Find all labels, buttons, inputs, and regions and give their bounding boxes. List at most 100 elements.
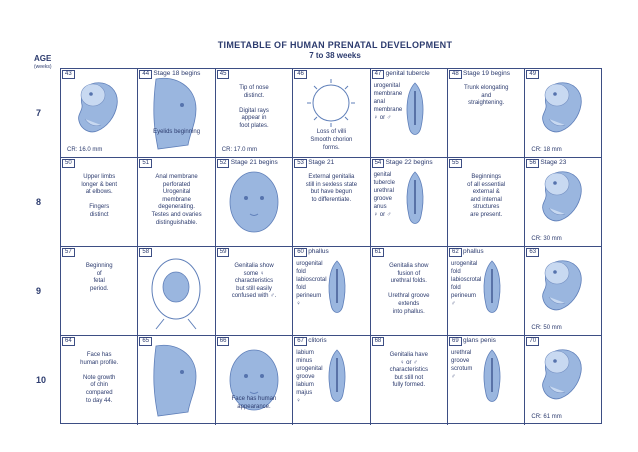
weeks-label: (weeks) — [34, 64, 52, 70]
day-number: 53 — [294, 159, 307, 168]
genitalia-illustration-icon — [452, 247, 522, 335]
embryo-illustration-icon — [529, 247, 599, 335]
cell-note: groove — [373, 196, 392, 202]
cell-description: Face has human profile. Note growth of c… — [80, 352, 119, 404]
genitalia-illustration-icon — [452, 336, 522, 424]
genitalia-illustration-icon — [297, 247, 367, 335]
cell-note: Loss of villi — [316, 129, 347, 135]
cell-note: urethral — [373, 188, 394, 194]
day-number: 65 — [139, 337, 153, 346]
day-number: 49 — [526, 70, 540, 79]
cell-note: Eyelids beginning — [153, 129, 201, 135]
cell-description: External genitalia still in sexless stat… — [305, 174, 358, 203]
cell-note: labium — [296, 350, 314, 356]
cell-note: CR: 17.0 mm — [221, 147, 258, 153]
cell-note: Smooth chorion — [310, 137, 353, 143]
cell-note: ♀ or ♂ — [373, 212, 392, 218]
cell-description: Beginning of fetal period. — [85, 263, 113, 292]
stage-label: Stage 18 begins — [153, 70, 201, 77]
cell-note: ♀ or ♂ — [373, 115, 392, 121]
cell-note: forms. — [323, 145, 340, 151]
genitalia-illustration-icon — [375, 158, 445, 246]
cell-note: urethral — [451, 350, 472, 356]
cell-note: fold — [296, 269, 306, 275]
stage-label: phallus — [463, 248, 484, 255]
day-number: 56 — [526, 159, 540, 168]
cell-note: CR: 61 mm — [531, 414, 562, 420]
day-number: 47 — [371, 70, 385, 79]
cell-note: urogenital — [296, 366, 323, 372]
cell-description: Genitalia have ♀ or ♂ characteristics bu… — [389, 352, 428, 389]
embryo-illustration-icon — [297, 69, 367, 157]
day-number: 63 — [526, 248, 540, 257]
week-label-8: 8 — [36, 197, 42, 207]
cell-note: genital — [373, 172, 392, 178]
embryo-illustration-icon — [65, 69, 135, 157]
chart-subtitle: 7 to 38 weeks — [309, 51, 361, 60]
embryo-illustration-icon — [529, 336, 599, 424]
cell-note: perineum — [296, 293, 322, 299]
cell-note: perineum — [451, 293, 477, 299]
embryo-illustration-icon — [142, 69, 212, 157]
cell-note: fold — [296, 285, 306, 291]
day-number: 68 — [371, 337, 385, 346]
cell-note: CR: 50 mm — [531, 325, 562, 331]
cell-note: membrane — [373, 107, 403, 113]
cell-note: ♀ — [296, 398, 301, 404]
stage-label: Stage 23 — [540, 159, 567, 166]
stage-label: genital tubercle — [385, 70, 430, 77]
cell-description: Trunk elongating and straightening. — [463, 85, 509, 107]
day-number: 64 — [62, 337, 75, 346]
genitalia-illustration-icon — [297, 336, 367, 424]
cell-note: groove — [451, 358, 470, 364]
cell-note: labium — [296, 382, 314, 388]
cell-note: membrane — [373, 91, 403, 97]
cell-description: Genitalia show fusion of urethral folds.… — [388, 263, 430, 315]
day-number: 51 — [139, 159, 153, 168]
embryo-illustration-icon — [220, 336, 290, 424]
embryo-illustration-icon — [142, 247, 212, 335]
day-number: 66 — [216, 337, 230, 346]
day-number: 52 — [216, 159, 230, 168]
stage-label: Stage 22 begins — [385, 159, 433, 166]
day-number: 59 — [216, 248, 230, 257]
stage-label: Stage 21 — [308, 159, 335, 166]
day-number: 69 — [449, 337, 462, 346]
day-number: 61 — [371, 248, 385, 257]
week-label-9: 9 — [36, 286, 42, 296]
cell-note: Face has human — [231, 396, 277, 402]
cell-note: CR: 30 mm — [531, 236, 562, 242]
stage-label: clitoris — [308, 337, 327, 344]
cell-note: urogenital — [373, 83, 400, 89]
day-number: 54 — [371, 159, 385, 168]
cell-note: labioscrotal — [451, 277, 482, 283]
cell-note: anus — [373, 204, 387, 210]
cell-note: fold — [451, 269, 461, 275]
day-number: 50 — [62, 159, 75, 168]
cell-note: CR: 18 mm — [531, 147, 562, 153]
cell-note: majus — [296, 390, 313, 396]
cell-note: anal — [373, 99, 385, 105]
cell-note: ♂ — [451, 301, 456, 307]
stage-label: glans penis — [463, 337, 496, 344]
cell-description: Beginnings of all essential external & a… — [467, 174, 506, 218]
